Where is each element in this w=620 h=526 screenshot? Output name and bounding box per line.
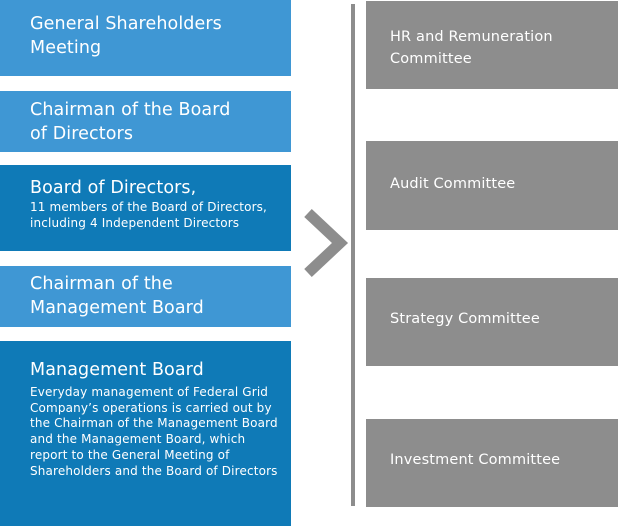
management-board-description: Everyday management of Federal Grid Comp…: [30, 385, 278, 478]
general-shareholders-meeting-box: General Shareholders Meeting: [0, 0, 291, 76]
investment-committee-label: Investment Committee: [390, 452, 561, 468]
hr-committee-box: HR and Remuneration Committee: [366, 1, 618, 89]
chairman-of-management-board-label: Chairman of the Management Board: [30, 274, 204, 318]
management-board-box: Management Board Everyday management of …: [0, 341, 291, 526]
vertical-divider: [351, 4, 355, 506]
board-of-directors-box: Board of Directors, 11 members of the Bo…: [0, 165, 291, 251]
management-board-title: Management Board: [30, 360, 204, 380]
chevron-right-icon: [304, 208, 349, 278]
chairman-of-board-label: Chairman of the Board of Directors: [30, 100, 231, 144]
chairman-of-board-box: Chairman of the Board of Directors: [0, 91, 291, 152]
strategy-committee-box: Strategy Committee: [366, 278, 618, 366]
board-of-directors-subtitle: 11 members of the Board of Directors, in…: [30, 200, 268, 230]
chairman-of-management-board-box: Chairman of the Management Board: [0, 266, 291, 327]
audit-committee-box: Audit Committee: [366, 141, 618, 230]
strategy-committee-label: Strategy Committee: [390, 311, 540, 327]
general-shareholders-meeting-label: General Shareholders Meeting: [30, 14, 222, 58]
board-of-directors-title: Board of Directors,: [30, 178, 197, 198]
investment-committee-box: Investment Committee: [366, 419, 618, 507]
audit-committee-label: Audit Committee: [390, 176, 516, 192]
hr-committee-label: HR and Remuneration Committee: [390, 29, 553, 67]
